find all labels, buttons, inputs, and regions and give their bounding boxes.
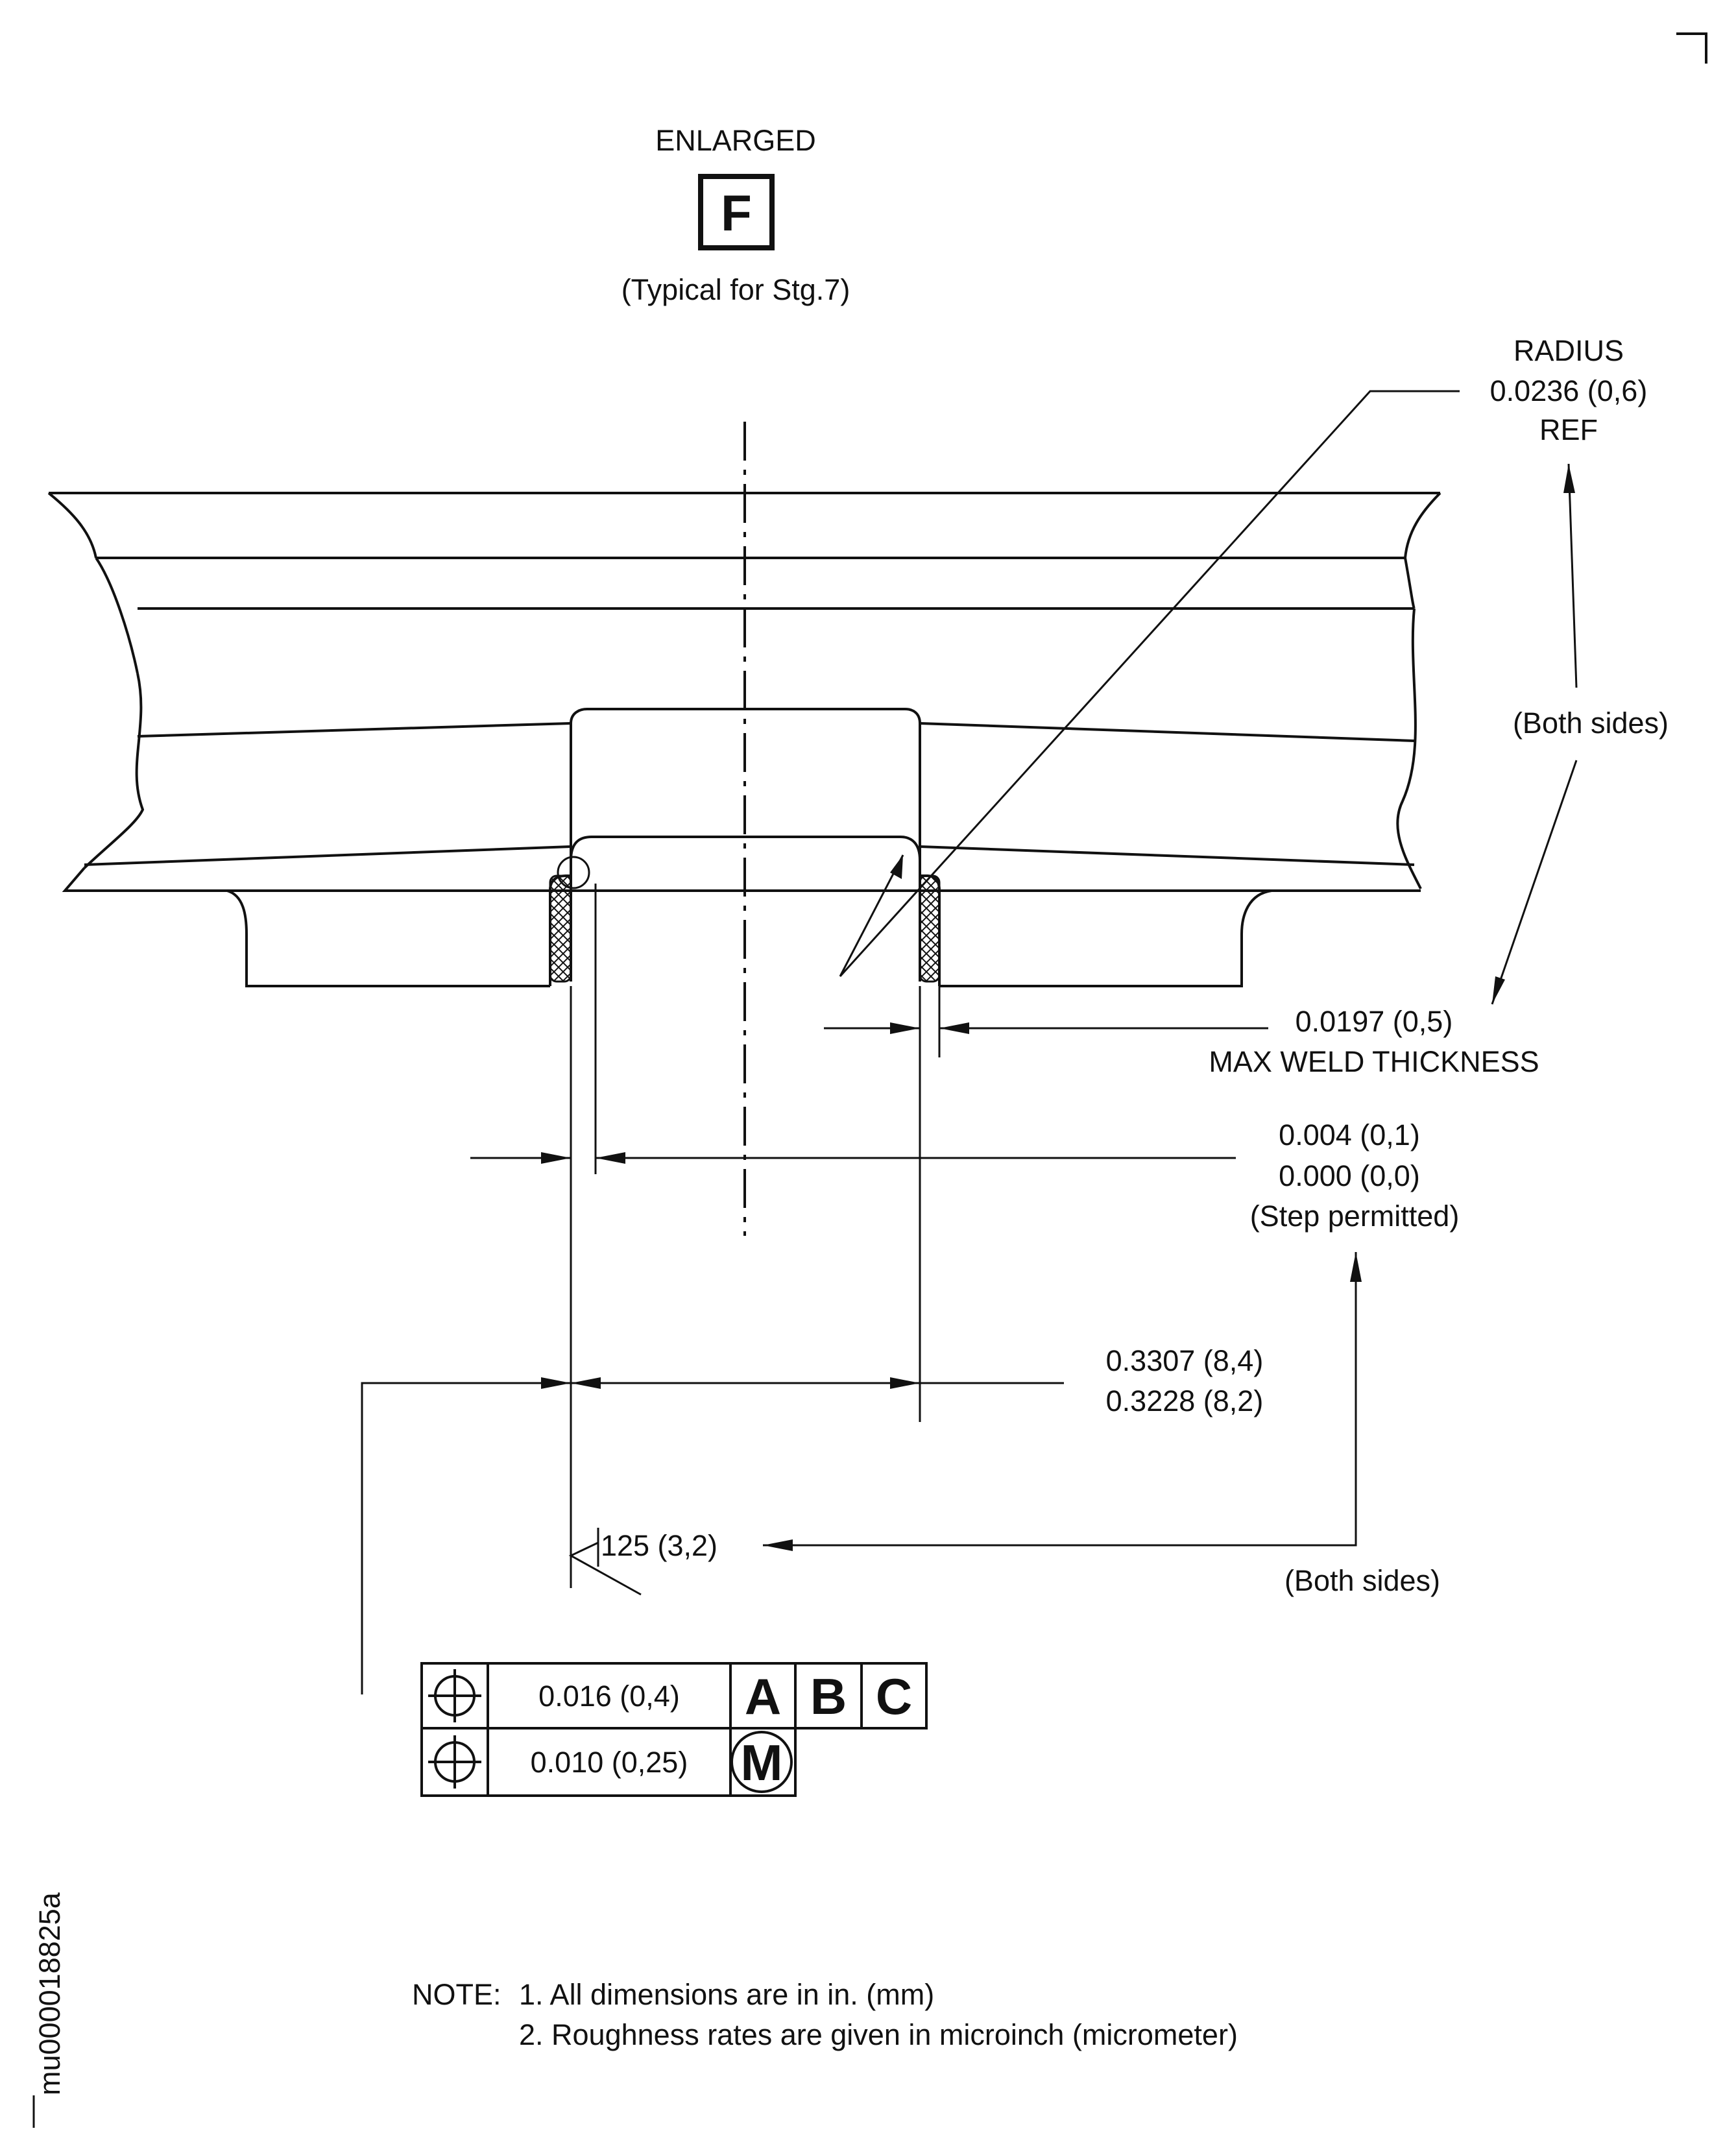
svg-text:MAX WELD THICKNESS: MAX WELD THICKNESS xyxy=(1209,1045,1539,1078)
note-1: 1. All dimensions are in in. (mm) xyxy=(519,1978,934,2011)
weld-thickness-dimension: 0.0197 (0,5) MAX WELD THICKNESS xyxy=(824,986,1539,1129)
roughness-callout: 125 (3,2) (Both sides) xyxy=(568,1252,1440,1597)
figure-id: mu000018825a xyxy=(33,1892,66,2095)
view-letter-box xyxy=(698,174,775,250)
part-outline xyxy=(47,492,1441,987)
view-title: ENLARGED xyxy=(655,124,816,157)
svg-text:0.3228 (8,2): 0.3228 (8,2) xyxy=(1106,1384,1264,1417)
view-letter: F xyxy=(721,184,752,241)
svg-text:0.000 (0,0): 0.000 (0,0) xyxy=(1279,1159,1420,1192)
svg-text:0.3307 (8,4): 0.3307 (8,4) xyxy=(1106,1344,1264,1377)
position-icon xyxy=(428,1669,481,1722)
svg-text:125 (3,2): 125 (3,2) xyxy=(601,1529,717,1562)
svg-text:0.0236 (0,6): 0.0236 (0,6) xyxy=(1490,374,1648,407)
svg-text:REF: REF xyxy=(1539,413,1598,446)
note-2: 2. Roughness rates are given in microinc… xyxy=(519,2018,1238,2051)
step-dimension: 0.004 (0,1) 0.000 (0,0) (Step permitted) xyxy=(470,884,1459,1233)
feature-control-frame: 0.016 (0,4) A B C 0.010 (0,25) M xyxy=(420,1662,928,1797)
svg-text:0.0197 (0,5): 0.0197 (0,5) xyxy=(1296,1005,1453,1038)
fcf-tolerance-row1: 0.016 (0,4) xyxy=(538,1680,680,1713)
view-subtitle: (Typical for Stg.7) xyxy=(621,273,850,306)
fcf-datum-a: A xyxy=(745,1668,781,1725)
fcf-datum-c: C xyxy=(876,1668,912,1725)
both-sides-upper-label: (Both sides) xyxy=(1513,706,1669,740)
width-dimension: 0.3307 (8,4) 0.3228 (8,2) xyxy=(361,986,1264,1694)
fcf-tolerance-row2: 0.010 (0,25) xyxy=(531,1746,688,1779)
corner-mark xyxy=(1676,32,1707,64)
both-sides-lower-label: (Both sides) xyxy=(1284,1564,1440,1597)
radius-callout: RADIUS 0.0236 (0,6) REF (Both sides) xyxy=(839,334,1669,1005)
fcf-modifier: M xyxy=(741,1734,783,1791)
svg-text:(Step permitted): (Step permitted) xyxy=(1250,1199,1460,1233)
fcf-datum-b: B xyxy=(810,1668,847,1725)
svg-text:RADIUS: RADIUS xyxy=(1513,334,1624,367)
notes-heading: NOTE: xyxy=(412,1978,501,2011)
notes: NOTE: 1. All dimensions are in in. (mm) … xyxy=(412,1978,1238,2051)
svg-text:0.004 (0,1): 0.004 (0,1) xyxy=(1279,1118,1420,1151)
modifier-circle xyxy=(730,1731,793,1793)
position-icon xyxy=(428,1735,481,1789)
